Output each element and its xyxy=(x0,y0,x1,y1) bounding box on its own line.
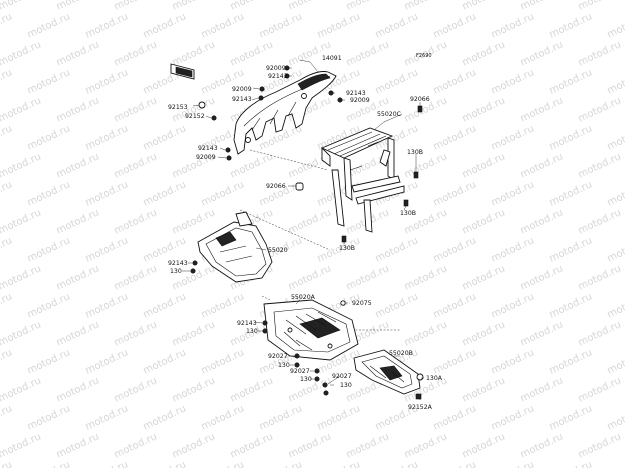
callout-92009: 92009 xyxy=(266,65,286,72)
rear-skid-part xyxy=(353,349,421,395)
callout-92143: 92143 xyxy=(346,90,366,97)
callout-92009: 92009 xyxy=(196,154,216,161)
callout-130B: 130B xyxy=(400,210,416,217)
callout-92075: 92075 xyxy=(352,300,372,307)
callout-55020B: 55020B xyxy=(389,350,413,357)
callout-92143: 92143 xyxy=(232,96,252,103)
callout-55020C: 55020C xyxy=(377,111,401,118)
callout-55020A: 55020A xyxy=(291,294,316,301)
callout-92143: 92143 xyxy=(168,260,188,267)
rear-guard-part xyxy=(233,71,337,155)
leader-lines xyxy=(182,59,424,401)
watermark-text: motod.ru xyxy=(0,459,14,468)
callout-130: 130 xyxy=(300,376,312,383)
callout-92066: 92066 xyxy=(410,96,430,103)
carrier-frame-part xyxy=(320,127,405,233)
callout-92143: 92143 xyxy=(237,320,257,327)
callout-labels: 14091 92009 92143 92009 92143 92143 9200… xyxy=(168,55,443,411)
callout-92009: 92009 xyxy=(232,86,252,93)
callout-92027: 92027 xyxy=(268,353,288,360)
callout-92152: 92152 xyxy=(185,113,205,120)
figure-code: F2690 xyxy=(416,53,432,59)
callout-92143: 92143 xyxy=(268,73,288,80)
callout-130: 130 xyxy=(170,268,182,275)
callout-92027: 92027 xyxy=(290,368,310,375)
callout-130: 130 xyxy=(340,382,352,389)
callout-130A: 130A xyxy=(426,375,443,382)
callout-14091: 14091 xyxy=(322,55,342,62)
label-decal xyxy=(170,63,195,80)
callout-92027: 92027 xyxy=(332,373,352,380)
callout-92009: 92009 xyxy=(350,97,370,104)
skid-plate-part xyxy=(263,299,359,361)
callout-92152A: 92152A xyxy=(408,404,433,411)
callout-130: 130 xyxy=(278,362,290,369)
hardware xyxy=(190,65,424,400)
callout-92153: 92153 xyxy=(168,104,188,111)
front-guard-part xyxy=(197,211,273,283)
callout-55020: 55020 xyxy=(268,247,288,254)
callout-130: 130 xyxy=(246,328,258,335)
callout-92066: 92066 xyxy=(266,183,286,190)
callout-92143: 92143 xyxy=(198,145,218,152)
callout-130B: 130B xyxy=(407,149,423,156)
callout-130B: 130B xyxy=(339,245,355,252)
